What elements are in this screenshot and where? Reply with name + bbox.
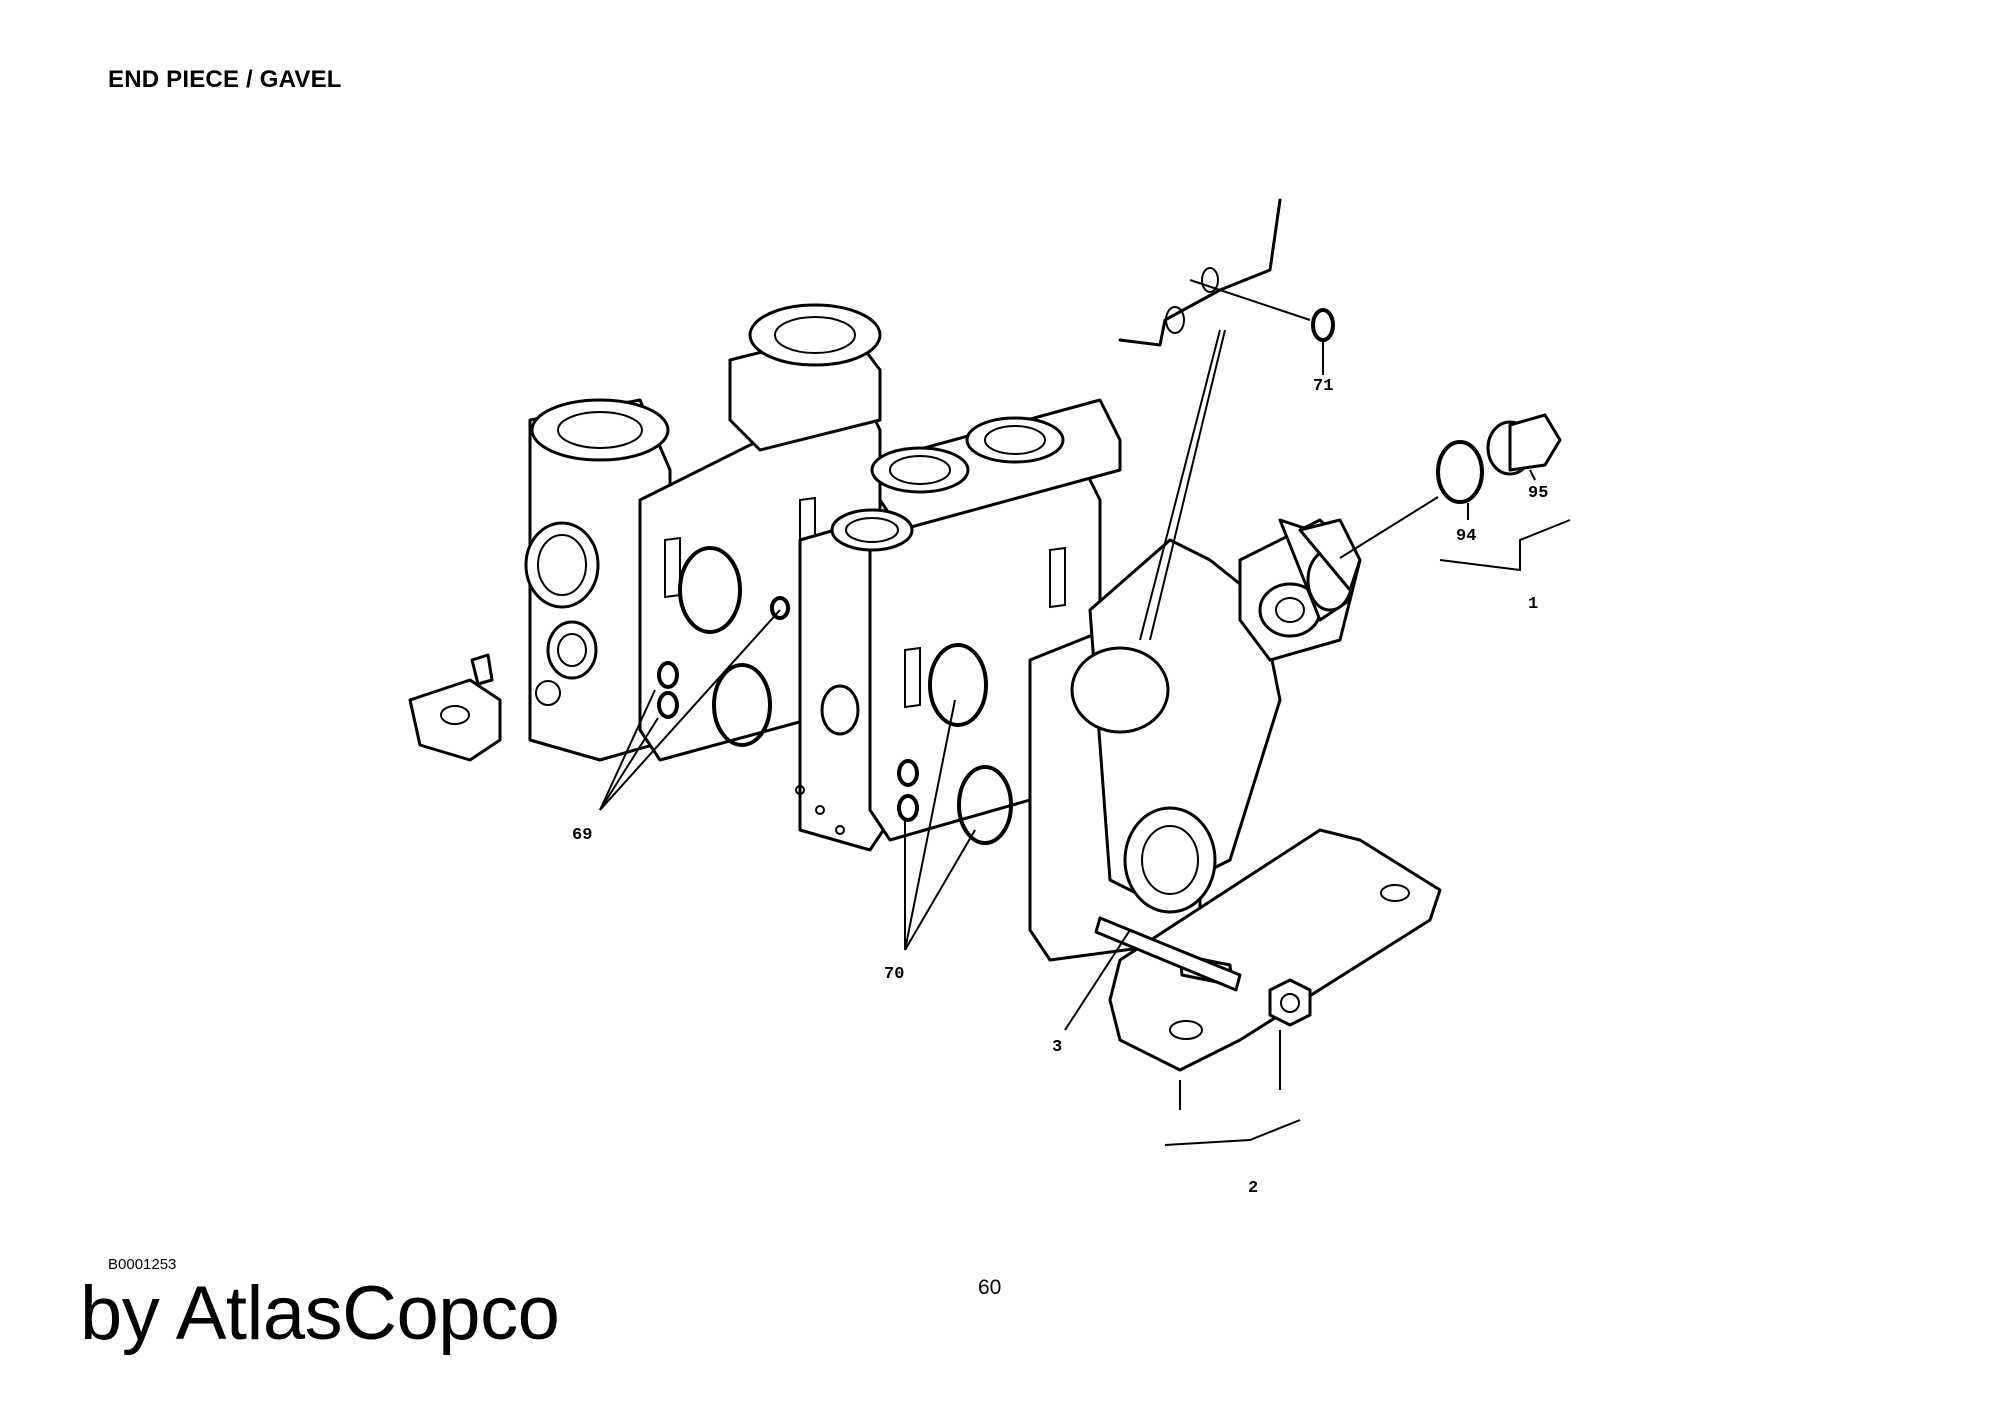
- o-ring-detail: [1118, 198, 1335, 641]
- left-mounting-foot: [408, 653, 502, 762]
- callout-2: 2: [1248, 1179, 1259, 1198]
- callout-70: 70: [884, 965, 905, 984]
- callout-1: 1: [1528, 595, 1539, 614]
- callout-71: 71: [1313, 377, 1334, 396]
- callout-94: 94: [1456, 527, 1477, 546]
- brand-footer: by AtlasCopco: [80, 1271, 560, 1356]
- page-number: 60: [978, 1276, 1002, 1299]
- drawing-code: B0001253: [108, 1256, 177, 1273]
- end-piece: [1028, 518, 1362, 962]
- page-title: END PIECE / GAVEL: [108, 66, 342, 93]
- plug-and-washer: [1339, 413, 1562, 559]
- tie-rod: [1094, 916, 1242, 992]
- callout-69: 69: [572, 826, 593, 845]
- leader-lines: [599, 340, 1571, 1146]
- callout-95: 95: [1528, 484, 1549, 503]
- callout-3: 3: [1052, 1038, 1063, 1057]
- o-rings: [657, 546, 1013, 845]
